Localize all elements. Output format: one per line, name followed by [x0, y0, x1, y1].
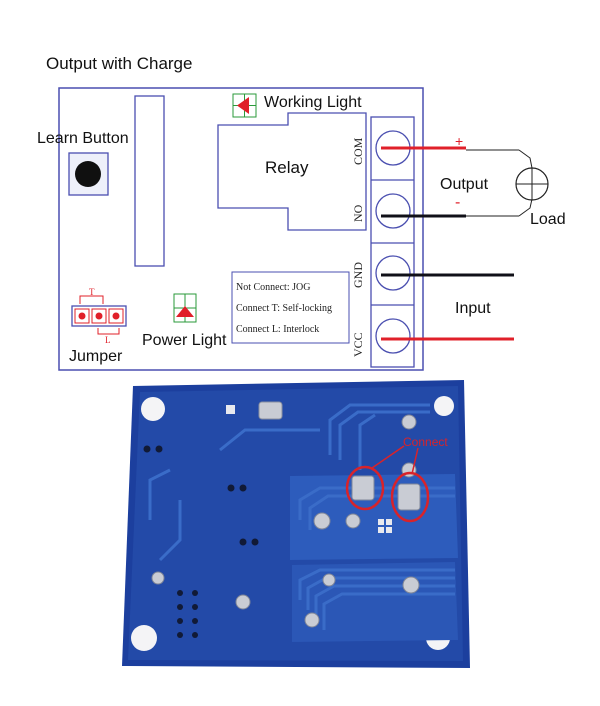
load-lead-bottom [518, 198, 533, 217]
output-wires [381, 146, 533, 218]
note-connect-l: Connect L: Interlock [236, 324, 319, 335]
input-label: Input [455, 300, 491, 317]
working-light-label: Working Light [264, 94, 362, 111]
load-label: Load [530, 211, 566, 228]
terminal-label-vcc: VCC [351, 332, 365, 357]
module-strip [134, 95, 165, 267]
output-minus-sign: - [455, 194, 460, 211]
note-not-connect: Not Connect: JOG [236, 282, 310, 293]
button-pad [258, 401, 283, 420]
connect-circle-left [345, 465, 385, 511]
power-light-label: Power Light [142, 332, 227, 349]
terminal-no-screw [375, 193, 411, 229]
output-plus-sign: + [455, 133, 463, 149]
jumper-label: Jumper [69, 348, 123, 365]
learn-button-knob [75, 161, 101, 187]
note-connect-t: Connect T: Self-locking [236, 303, 332, 314]
connect-annotation [345, 445, 430, 523]
jumper-notes-box [231, 271, 350, 344]
working-light-icon [232, 93, 257, 118]
terminal-vcc-screw [375, 318, 411, 354]
terminal-label-com: COM [351, 137, 365, 165]
jumper-icon [71, 295, 127, 335]
terminal-label-gnd: GND [351, 262, 365, 288]
board-outline [58, 87, 424, 371]
terminal-block [370, 116, 415, 368]
relay-label: Relay [265, 158, 309, 177]
power-light-icon [173, 293, 197, 323]
connect-circle-right [390, 471, 430, 523]
relay-outline [217, 112, 367, 231]
connect-label: Connect [403, 435, 448, 449]
diagram-title: Output with Charge [46, 54, 192, 73]
output-label: Output [440, 176, 489, 193]
learn-button-label: Learn Button [37, 130, 129, 147]
load-lead-top [518, 149, 533, 169]
mount-hole-tr [434, 396, 454, 416]
jumper-l-label: L [105, 335, 111, 345]
jumper-t-label: T [89, 287, 95, 297]
terminal-gnd-screw [375, 255, 411, 291]
terminal-label-no: NO [351, 204, 365, 222]
pcb-photo [122, 380, 470, 668]
mount-hole-tl [141, 397, 165, 421]
load-lamp-icon [515, 167, 549, 201]
mount-hole-bl [131, 625, 157, 651]
